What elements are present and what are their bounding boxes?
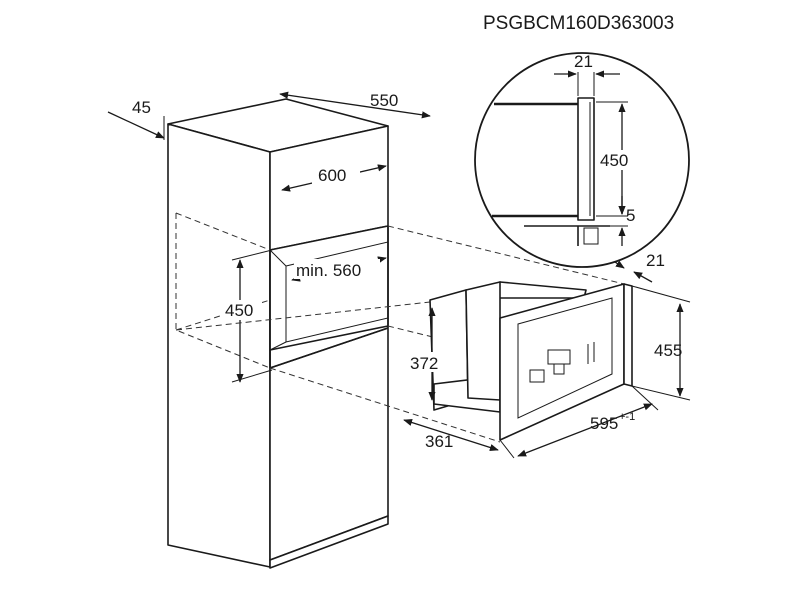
model-code: PSGBCM160D363003	[483, 13, 674, 34]
dim-body-depth: 361	[425, 432, 453, 451]
detail-dim-height: 450	[600, 151, 628, 170]
appliance-dimensions: 21 455 372 361 595 +-1	[403, 251, 691, 459]
dim-width: 600	[318, 166, 346, 185]
dim-niche-height: 450	[225, 301, 253, 320]
cabinet-dimensions: 45 550 600 min. 560 450	[107, 91, 431, 383]
dim-front-thickness: 21	[646, 251, 665, 270]
detail-dim-gap: 5	[626, 206, 635, 225]
appliance-body	[465, 281, 501, 401]
dim-front-width: 595	[590, 414, 618, 433]
dim-front-width-tolerance: +-1	[619, 411, 635, 423]
dim-body-height: 372	[410, 354, 438, 373]
cabinet-left-side	[167, 123, 271, 568]
detail-panel	[577, 97, 595, 221]
coffee-machine	[429, 281, 633, 441]
cabinet-plinth	[269, 515, 389, 569]
dim-front-height: 455	[654, 341, 682, 360]
dim-depth: 550	[370, 91, 398, 110]
detail-dim-offset: 21	[574, 52, 593, 71]
dim-min-inner-width: min. 560	[296, 261, 361, 280]
dim-side-depth: 45	[132, 98, 151, 117]
detail-view: 21 450 5	[474, 52, 690, 268]
